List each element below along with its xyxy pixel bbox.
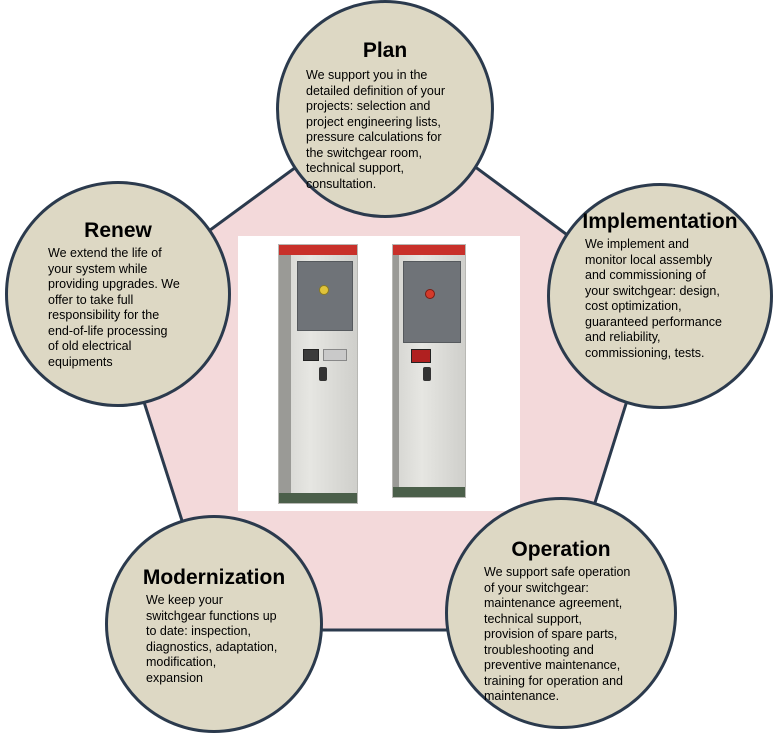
stage-text-line: offer to take full (48, 292, 134, 307)
stage-title-plan: Plan (362, 39, 408, 62)
stage-circle-modernization: Modernization We keep your switchgear fu… (105, 515, 323, 733)
stage-text-line: equipments (48, 354, 113, 369)
stage-title-operation: Operation (511, 538, 611, 561)
stage-text-line: guaranteed performance (585, 314, 722, 329)
stage-text-line: your system while (48, 261, 148, 276)
stage-text-line: of old electrical (48, 339, 132, 353)
stage-text-line: and commissioning of (585, 268, 706, 282)
stage-text-line: technical support, (484, 611, 582, 626)
stage-title-renew: Renew (84, 219, 152, 242)
stage-text-line: switchgear functions up (146, 608, 277, 623)
stage-circle-operation: Operation We support safe operation of y… (445, 497, 677, 729)
stage-text-line: We support safe operation (484, 565, 631, 579)
stage-title-modernization: Modernization (142, 566, 286, 589)
stage-text-line: responsibility for the (48, 308, 160, 322)
stage-text-line: pressure calculations for (306, 130, 442, 144)
stage-text-line: monitor local assembly (585, 252, 713, 267)
stage-text-line: detailed definition of your (306, 83, 445, 98)
stage-text-line: maintenance agreement, (484, 596, 623, 610)
stage-text-line: expansion (146, 670, 203, 685)
stage-text-line: maintenance. (484, 689, 560, 703)
switchgear-cabinet-right (392, 244, 466, 498)
stage-text-line: provision of spare parts, (484, 627, 618, 641)
stage-text-line: consultation. (306, 176, 377, 191)
stage-text-line: project engineering lists, (306, 114, 441, 129)
stage-text-line: the switchgear room, (306, 145, 423, 160)
switchgear-cabinet-left (278, 244, 358, 504)
stage-text-line: technical support, (306, 161, 404, 175)
stage-circle-renew: Renew We extend the life of your system … (5, 181, 231, 407)
stage-title-implementation: Implementation (582, 210, 738, 233)
stage-text-line: We support you in the (306, 68, 428, 82)
switchgear-photo (238, 236, 520, 511)
stage-text-line: projects: selection and (306, 99, 431, 113)
stage-text-line: your switchgear: design, (585, 283, 720, 298)
stage-text-line: troubleshooting and (484, 642, 594, 657)
stage-text-line: commissioning, tests. (585, 345, 705, 360)
stage-text-line: modification, (146, 655, 217, 669)
stage-text-line: end-of-life processing (48, 323, 168, 338)
stage-text-line: We implement and (585, 237, 689, 251)
stage-text-line: We extend the life of (48, 246, 162, 260)
stage-circle-implementation: Implementation We implement and monitor … (547, 183, 773, 409)
stage-text-line: providing upgrades. We (48, 277, 180, 291)
stage-text-line: of your switchgear: (484, 580, 589, 595)
stage-text-line: to date: inspection, (146, 624, 251, 638)
stage-text-line: We keep your (146, 593, 223, 607)
stage-text-line: preventive maintenance, (484, 658, 621, 672)
stage-text-line: diagnostics, adaptation, (146, 639, 278, 654)
stage-text-line: training for operation and (484, 673, 623, 688)
stage-text-line: cost optimization, (585, 299, 682, 313)
stage-text-line: and reliability, (585, 330, 661, 344)
stage-circle-plan: Plan We support you in the detailed defi… (276, 0, 494, 218)
